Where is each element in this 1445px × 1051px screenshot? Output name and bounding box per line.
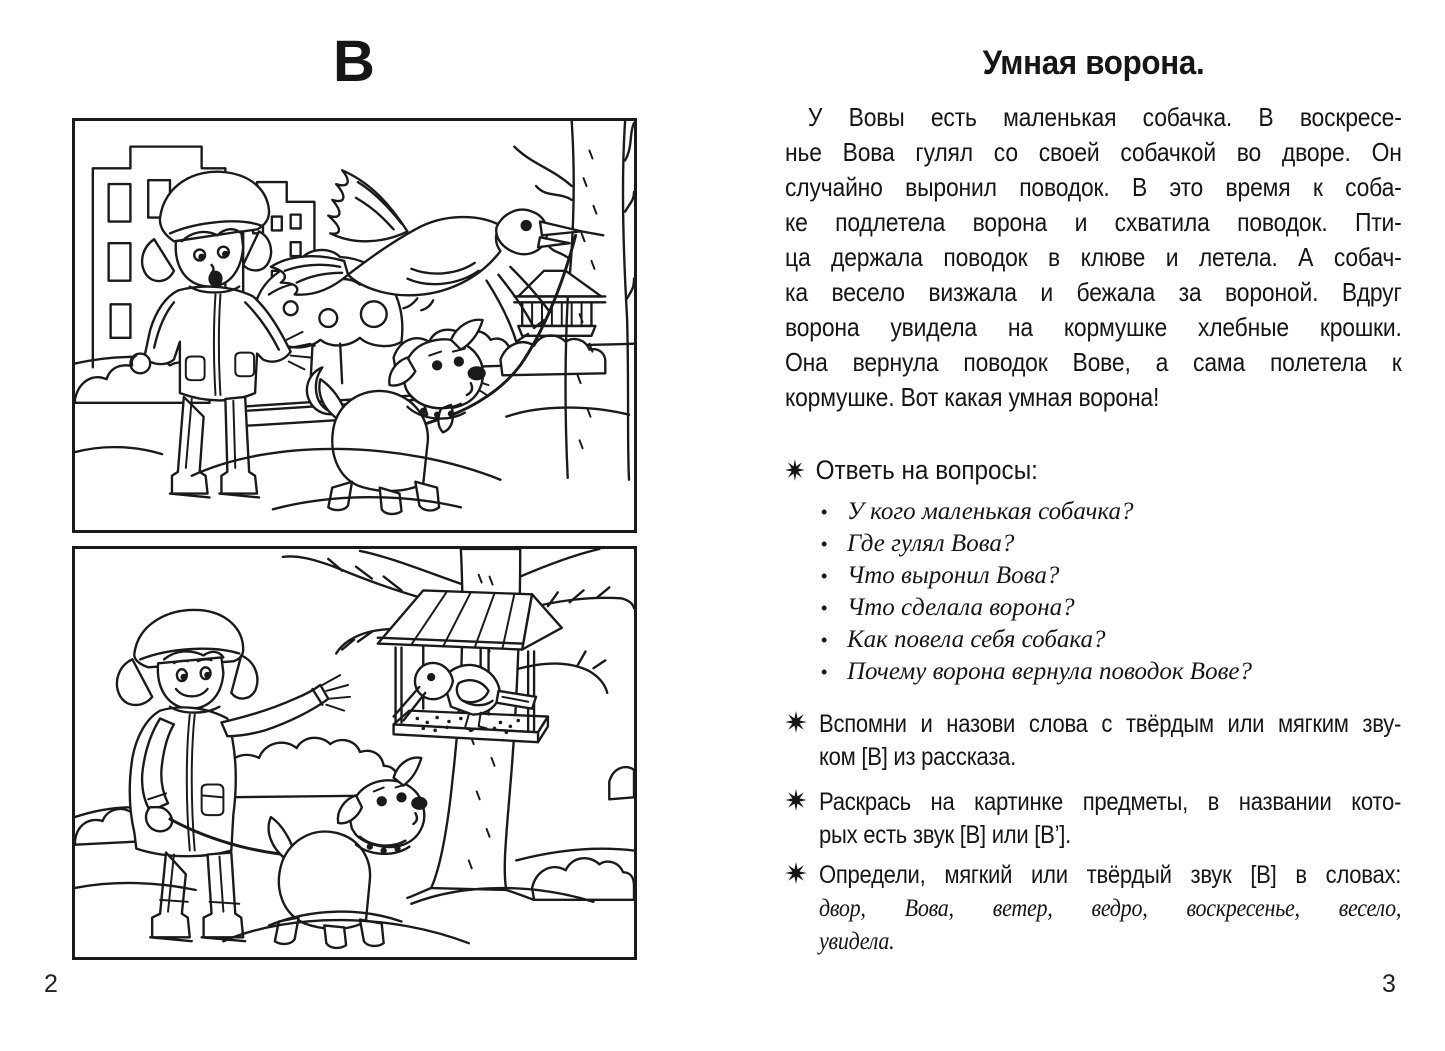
questions-header: Ответь на вопросы: [785, 455, 1415, 488]
dot-bullet-icon: • [821, 630, 828, 650]
dot-bullet-icon: • [821, 662, 828, 682]
star-bullet-icon [785, 457, 805, 488]
question-text: Как повела себя собака? [847, 626, 1106, 653]
question-text: У кого маленькая собачка? [847, 498, 1134, 525]
question-item: • Где гулял Вова? [821, 528, 1401, 560]
task-line: ком [В] из рассказа. [819, 743, 1017, 771]
star-bullet-icon [785, 862, 807, 889]
dot-bullet-icon: • [821, 534, 828, 554]
page-letter-title: В [333, 29, 376, 94]
star-bullet-icon [785, 789, 807, 816]
star-bullet-icon [785, 711, 807, 738]
story-title: Умная ворона. [982, 44, 1205, 82]
story-line: кормушке. Вот какая умная ворона! [785, 382, 1160, 412]
page-number-right: 3 [1382, 970, 1396, 998]
question-text: Почему ворона вернула поводок Вове? [847, 658, 1253, 685]
dot-bullet-icon: • [821, 566, 828, 586]
page-number-left: 2 [44, 970, 58, 998]
question-text: Что выронил Вова? [847, 562, 1060, 589]
task-line: рых есть звук [В] или [В’]. [819, 821, 1071, 849]
question-item: • Что выронил Вова? [821, 560, 1401, 592]
dot-bullet-icon: • [821, 502, 828, 522]
task-word-list-line: двор,Вова,ветер,ведро,воскресенье,весело… [819, 895, 1402, 922]
illustration-top [72, 118, 637, 533]
dot-bullet-icon: • [821, 598, 828, 618]
illustration-top-drawing [75, 121, 634, 516]
illustration-bottom-drawing [75, 549, 634, 950]
questions-list: • У кого маленькая собачка? • Где гулял Во… [821, 496, 1401, 688]
task-word-list-line: увидела. [819, 928, 895, 955]
illustration-bottom [72, 546, 637, 960]
question-text: Где гулял Вова? [847, 530, 1015, 557]
question-item: • Почему ворона вернула поводок Вове? [821, 656, 1401, 688]
question-text: Что сделала ворона? [847, 594, 1075, 621]
question-item: • Что сделала ворона? [821, 592, 1401, 624]
question-item: • У кого маленькая собачка? [821, 496, 1401, 528]
question-item: • Как повела себя собака? [821, 624, 1401, 656]
questions-header-label: Ответь на вопросы: [815, 455, 1038, 485]
